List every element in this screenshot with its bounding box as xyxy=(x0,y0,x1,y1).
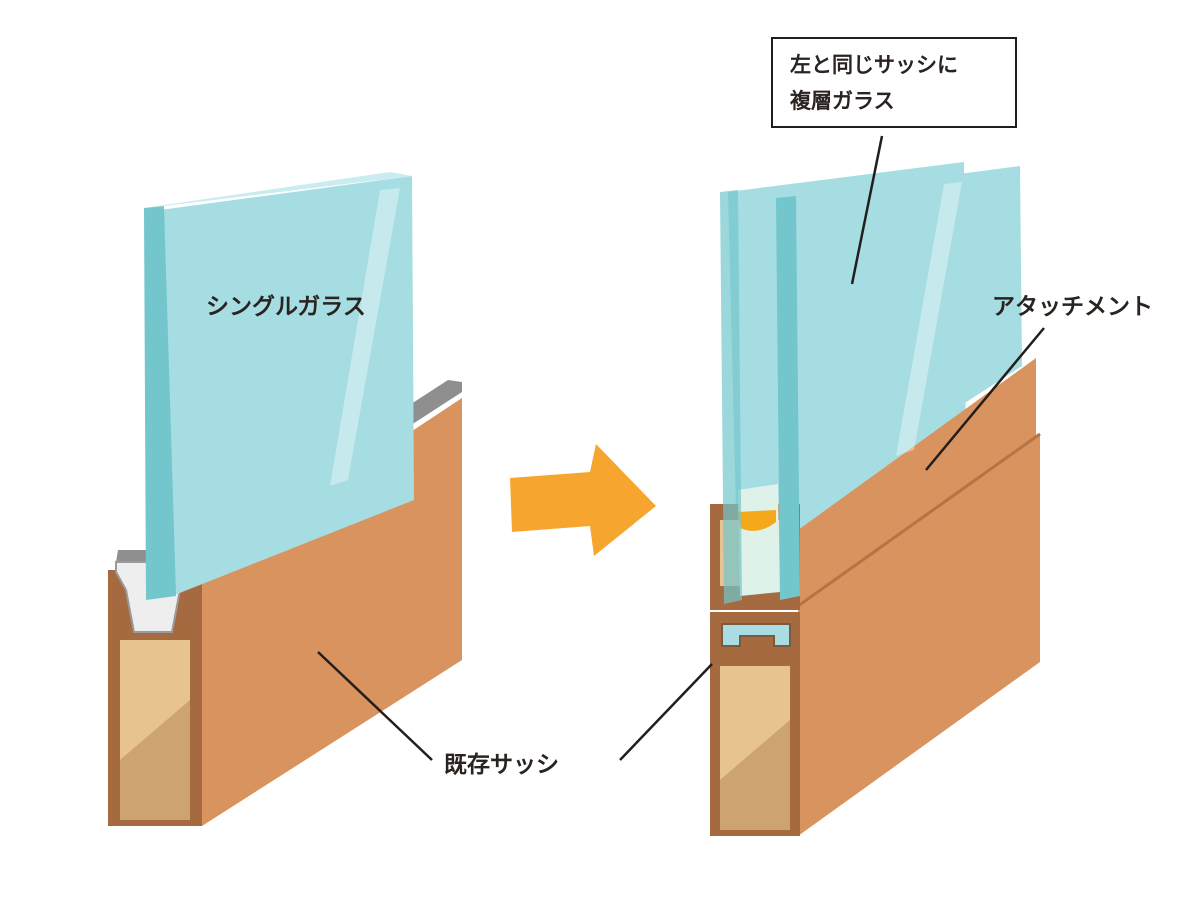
right-sash-wood-face xyxy=(798,434,1040,836)
single-glass-shine xyxy=(330,188,400,486)
single-glass-label: シングルガラス xyxy=(206,293,366,320)
double-glass-front-edge xyxy=(776,196,800,600)
double-glass-back-edge xyxy=(720,190,742,604)
single-glass-pane xyxy=(160,176,414,596)
single-glass-top xyxy=(144,172,412,208)
attachment-label: アタッチメント xyxy=(992,294,1153,320)
right-arrow-icon xyxy=(510,444,656,556)
right-sash-illustration xyxy=(710,162,1041,836)
label-box xyxy=(771,37,1017,128)
double-glass-spacer xyxy=(738,510,776,531)
attachment-joint-line xyxy=(797,432,1041,608)
leader-line-attachment xyxy=(925,327,1045,471)
leader-line-existing-left xyxy=(317,651,433,761)
left-sash-illustration xyxy=(108,172,462,826)
right-sash-channel xyxy=(721,623,791,647)
attachment-wood-face xyxy=(798,358,1036,606)
double-glass-shine xyxy=(896,182,962,456)
label-box-line1: 左と同じサッシに xyxy=(790,53,958,77)
label-box-line2: 複層ガラス xyxy=(789,89,895,113)
left-sash-gasket xyxy=(116,380,462,562)
leader-line-existing-right xyxy=(619,663,713,761)
left-sash-end-shadow xyxy=(120,700,190,820)
right-sash-end-shadow xyxy=(720,720,790,830)
existing-sash-label: 既存サッシ xyxy=(444,751,559,778)
leader-line-box xyxy=(850,135,884,285)
single-glass-edge xyxy=(144,206,176,600)
double-glass-inner-cavity xyxy=(738,484,780,596)
double-glass-front-pane xyxy=(792,166,1022,510)
